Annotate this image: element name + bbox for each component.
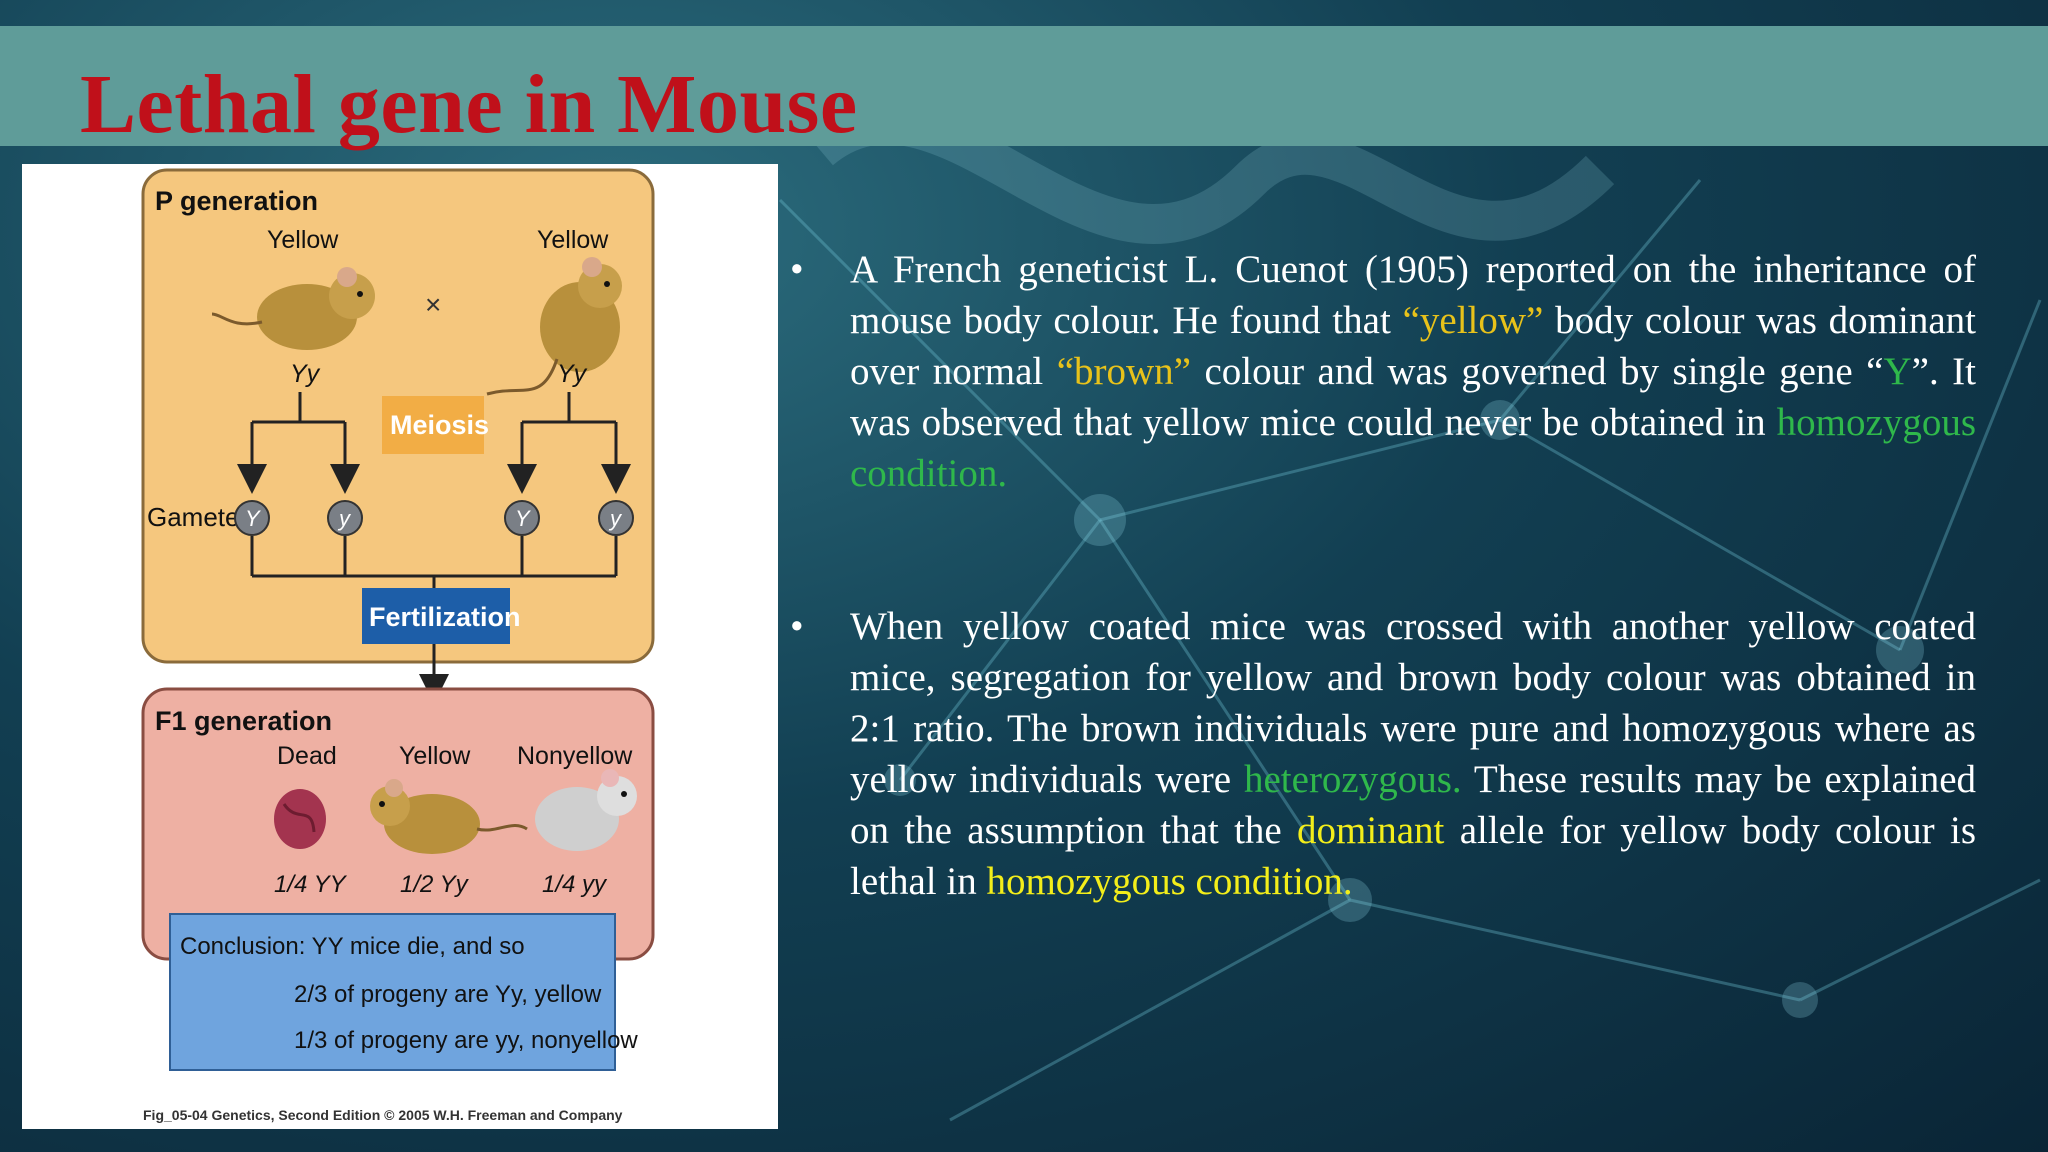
yellow-highlight: “yellow”: [1402, 299, 1544, 342]
gamete-3-label: Y: [515, 506, 531, 531]
slide-title: Lethal gene in Mouse: [80, 58, 858, 151]
dominant-highlight: dominant: [1297, 809, 1445, 852]
parent-left-genotype: Yy: [290, 360, 321, 388]
conclusion-line-2: 2/3 of progeny are Yy, yellow: [294, 981, 602, 1008]
bullet-1-text: A French geneticist L. Cuenot (1905) rep…: [850, 248, 1976, 342]
dead-embryo-icon: [274, 789, 326, 849]
genetics-figure: P generation Yellow Yellow × Yy Yy: [22, 164, 778, 1129]
f1-generation-label: F1 generation: [155, 706, 332, 736]
cross-symbol: ×: [425, 289, 441, 320]
bullet-1-text: ”. It was observed that yellow mice coul…: [850, 350, 1977, 444]
bullet-2-text: allele for yellow body colour is lethal …: [850, 809, 1976, 903]
f1-dead-ratio: 1/4 YY: [274, 871, 348, 898]
nonyellow-mouse-icon: [535, 769, 637, 851]
figure-caption: Fig_05-04 Genetics, Second Edition © 200…: [143, 1107, 623, 1123]
gamete-1: Y: [234, 500, 270, 536]
yellow-mouse-icon: [211, 267, 375, 350]
yellow-mouse-icon: [486, 257, 622, 396]
fertilization-label: Fertilization: [369, 602, 521, 632]
gamete-1-label: Y: [245, 506, 261, 531]
homozygous-condition-highlight: homozygous condition.: [850, 401, 1976, 495]
bullet-2: • When yellow coated mice was crossed wit…: [790, 601, 1976, 907]
meiosis-box: [382, 396, 484, 454]
bullet-marker: •: [790, 248, 804, 291]
conclusion-box: [169, 913, 616, 1071]
f1-yellow-label: Yellow: [399, 742, 471, 770]
gamete-2-label: y: [337, 506, 352, 531]
bullet-2-text: These results may be explained on the as…: [850, 758, 1977, 852]
gamete-4-label: y: [608, 506, 623, 531]
gamete-3: Y: [504, 500, 540, 536]
parent-right-genotype: Yy: [557, 360, 588, 388]
gene-symbol-highlight: Y: [1883, 350, 1912, 393]
bullet-2-text: When yellow coated mice was crossed with…: [850, 605, 1976, 801]
homozygous-condition-highlight: homozygous condition.: [986, 860, 1353, 903]
f1-nonyellow-label: Nonyellow: [517, 742, 633, 770]
bullet-1-text: body colour was dominant over normal: [850, 299, 1976, 393]
conclusion-line-1: Conclusion: YY mice die, and so: [180, 933, 525, 960]
gamete-4: y: [598, 500, 634, 536]
f1-yellow-ratio: 1/2 Yy: [400, 871, 470, 898]
f1-dead-label: Dead: [277, 742, 337, 770]
title-bar: Lethal gene in Mouse: [0, 26, 2048, 151]
bullet-text-panel: • A French geneticist L. Cuenot (1905) re…: [790, 244, 1976, 907]
bullet-1-text: colour and was governed by single gene “: [1190, 350, 1884, 393]
f1-nonyellow-ratio: 1/4 yy: [542, 871, 608, 898]
fertilization-box: [362, 588, 510, 644]
gamete-2: y: [327, 500, 363, 536]
bullet-marker: •: [790, 605, 804, 648]
bullet-1: • A French geneticist L. Cuenot (1905) re…: [790, 244, 1976, 499]
heterozygous-highlight: heterozygous.: [1243, 758, 1462, 801]
brown-highlight: “brown”: [1056, 350, 1191, 393]
meiosis-label: Meiosis: [390, 410, 489, 440]
parent-left-label: Yellow: [267, 226, 339, 254]
yellow-mouse-icon: [370, 779, 528, 854]
conclusion-line-3: 1/3 of progeny are yy, nonyellow: [294, 1027, 638, 1054]
parent-right-label: Yellow: [537, 226, 609, 254]
p-generation-label: P generation: [155, 186, 318, 216]
